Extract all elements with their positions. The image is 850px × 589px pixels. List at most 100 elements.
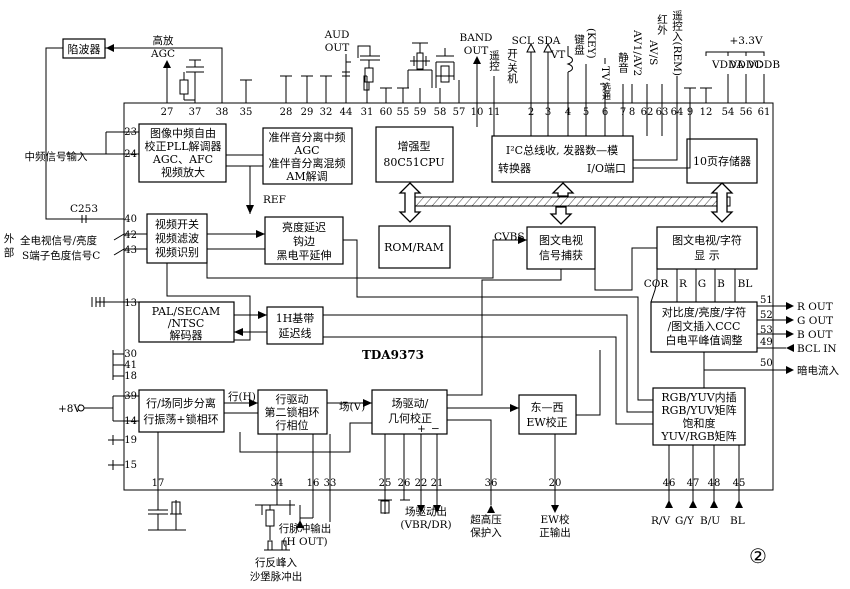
- pin-29: 29: [301, 107, 314, 118]
- pin-54: 54: [722, 107, 735, 118]
- tt-bl-label: BL: [738, 278, 753, 290]
- block-luma-l1: 亮度延迟: [282, 220, 326, 234]
- block-rom-l1: ROM/RAM: [384, 241, 444, 254]
- block-rgb-matrix: [652, 387, 746, 446]
- svg-text:行/场同步分离行振荡+锁相环: 行/场同步分离行振荡+锁相环: [143, 396, 218, 426]
- block-tt-capture-l2: 信号捕获: [539, 248, 583, 262]
- svg-text:视频开关视频滤波视频识别: 视频开关视频滤波视频识别: [155, 217, 199, 259]
- h-fly-l2: 沙堡脉冲出: [250, 570, 303, 583]
- svg-text:图文电视/字符显 示: 图文电视/字符显 示: [672, 233, 742, 262]
- wire-vdrive-capture: [447, 269, 562, 396]
- block-video-switch-l2: 视频滤波: [155, 231, 199, 245]
- block-contrast-l1: 对比度/亮度/字符: [662, 305, 746, 319]
- r-out-label: R OUT: [797, 301, 833, 313]
- label-tv: TV: [599, 66, 611, 81]
- rgb-in-bl: BL: [730, 515, 745, 527]
- wire-cvbs: [206, 239, 527, 279]
- label-keyboard: 键盘: [573, 33, 585, 55]
- block-ew-correction: [518, 394, 577, 435]
- bus-arrow-ttcap: [549, 206, 573, 225]
- svg-text:场驱动/几何校正: 场驱动/几何校正: [388, 396, 432, 425]
- band-out-l1: BAND: [460, 32, 493, 44]
- block-video-switch-l1: 视频开关: [155, 217, 199, 231]
- right-pin-wires: [703, 305, 786, 371]
- chip-outline: [123, 102, 774, 491]
- pin-38: 38: [216, 107, 229, 118]
- wire-io-right: [604, 103, 691, 169]
- block-delay-l2: 延迟线: [279, 326, 312, 340]
- bus-arrow-cpu: [398, 182, 422, 223]
- pin-15: 15: [124, 460, 137, 471]
- svg-text:1H基带延迟线: 1H基带延迟线: [276, 312, 315, 340]
- block-contrast-l3: 白电平峰值调整: [666, 333, 743, 347]
- ew-out-l1: EW校: [541, 513, 570, 526]
- wire-luma-matrix: [343, 239, 653, 401]
- block-decoder-l2: /NTSC: [168, 317, 205, 330]
- block-hdrive-l3: 行相位: [276, 418, 309, 432]
- block-delay-l1: 1H基带: [276, 312, 315, 325]
- block-matrix-l3: 饱和度: [683, 416, 716, 430]
- block-sound-if-l3: 准伴音分离混频: [269, 156, 346, 170]
- block-tt-capture-l1: 图文电视: [539, 233, 583, 247]
- label-av1-av2: AV1/AV2: [631, 29, 643, 76]
- label-rem: 遥控入(REM): [671, 9, 683, 76]
- block-vdrive-l2: 几何校正: [388, 411, 432, 425]
- pin-37: 37: [189, 107, 202, 118]
- block-mem10-l1: 10页存储器: [693, 154, 751, 168]
- pin-42: 42: [124, 230, 137, 241]
- agc-hi-l1: 高放: [153, 34, 174, 47]
- wire-vsw-luma: [207, 233, 265, 250]
- vcc-label: +3.3V: [729, 35, 762, 47]
- right-pin-labels: R OUT G OUT B OUT BCL IN 暗电流入: [797, 301, 839, 377]
- block-i2c: [491, 135, 634, 183]
- bottom-labels: 行脉冲输出 (H OUT) 行反峰入 沙堡脉冲出 场驱动出 (VBR/DR) 超…: [250, 505, 571, 583]
- ext-side-l2: 部: [4, 246, 15, 259]
- block-video-switch: [146, 213, 208, 264]
- v-out-l1: 场驱动出: [405, 505, 447, 518]
- pin-55: 55: [397, 107, 410, 118]
- block-pal-decoder: [138, 301, 235, 343]
- ew-out-l2: 正输出: [539, 526, 571, 539]
- eht-l1: 超高压: [470, 513, 502, 526]
- block-luma-l2: 钩边: [293, 234, 315, 248]
- svg-text:I²C总线收, 发器数—模: I²C总线收, 发器数—模: [506, 143, 618, 157]
- block-if-pll: [138, 123, 227, 183]
- svg-text:ROM/RAM: ROM/RAM: [384, 241, 444, 254]
- cvbs-label: CVBS: [494, 231, 525, 243]
- bcl-in-label: BCL IN: [797, 343, 837, 355]
- block-sync-l2: 行振荡+锁相环: [143, 412, 218, 426]
- g-out-label: G OUT: [797, 315, 833, 327]
- label-mute: 静音: [617, 51, 629, 74]
- block-v-drive: [371, 389, 448, 435]
- h-out-l1: 行脉冲输出: [279, 522, 332, 535]
- block-teletext-display: [656, 226, 758, 270]
- ext-chroma-label: S端子色度信号C: [22, 249, 100, 262]
- block-sync-l1: 行/场同步分离: [146, 396, 216, 410]
- svg-text:行驱动第二锁相环行相位: 行驱动第二锁相环行相位: [265, 393, 320, 432]
- pin25-parts: [378, 499, 410, 514]
- block-h-drive: [257, 389, 328, 435]
- pin-35: 35: [240, 107, 253, 118]
- h-feedback-label: 行(H): [228, 390, 256, 403]
- pin-40: 40: [124, 214, 137, 225]
- figure-number: ②: [749, 544, 767, 568]
- wire-delay-matrix: [323, 314, 653, 425]
- svg-text:I/O端口: I/O端口: [587, 162, 626, 175]
- left-pin-stubs: [66, 131, 147, 466]
- label-key: (KEY): [585, 28, 597, 59]
- pin-13: 13: [124, 298, 137, 309]
- block-ew-l1: 东—西: [531, 401, 564, 414]
- right-pin-numbers: 51 52 53 49 50: [760, 295, 773, 369]
- agc-hi-arrowhead: [163, 60, 171, 68]
- block-i2c-l2: 转换器: [498, 161, 531, 175]
- vdd-a-label: VDDA: [711, 59, 744, 71]
- pin-44: 44: [340, 107, 353, 118]
- pin-60: 60: [380, 107, 393, 118]
- tt-output-labels: COR R G B BL: [644, 278, 753, 290]
- bus-arrow-mem: [710, 182, 734, 223]
- tt-r-label: R: [679, 278, 688, 290]
- label-remote: 遥控: [488, 49, 500, 72]
- label-power: 开/关机: [506, 48, 518, 84]
- pin-27: 27: [161, 107, 174, 118]
